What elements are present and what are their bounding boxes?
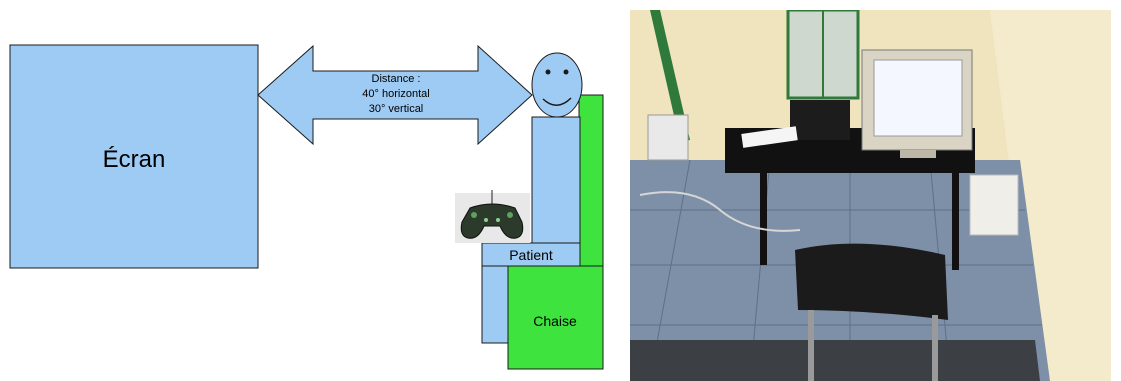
- patient-head: [531, 52, 583, 118]
- left-frame: [650, 10, 690, 142]
- carpet: [630, 340, 1040, 381]
- setup-diagram: Écran Distance : 40° horizontal 30° vert…: [9, 44, 604, 370]
- side-shelf: [969, 174, 1019, 236]
- monitor-screen: [873, 59, 963, 137]
- radiator: [647, 114, 689, 161]
- distance-double-arrow: [257, 44, 533, 146]
- laptop: [790, 100, 850, 140]
- gamepad-icon: [455, 190, 530, 243]
- desk-leg-left: [760, 170, 767, 265]
- paper-sheets: [741, 126, 798, 148]
- chair-leg-right: [932, 315, 938, 381]
- desk-leg-right: [952, 170, 959, 270]
- left-eye-icon: [545, 69, 551, 75]
- patient-legs: [481, 265, 509, 344]
- horizontal-angle-label: 40° horizontal: [362, 88, 429, 100]
- chair-label: Chaise: [533, 313, 577, 329]
- right-wall: [990, 10, 1111, 381]
- floor-cables: [639, 191, 801, 232]
- patient-label: Patient: [509, 247, 553, 263]
- distance-label: Distance :: [372, 73, 421, 85]
- screen-box: [9, 44, 259, 269]
- smile-icon: [542, 97, 572, 106]
- chair-seat: [507, 265, 604, 370]
- chair-backrest: [795, 243, 948, 320]
- monitor-stand: [900, 150, 936, 158]
- room-photo: [630, 10, 1111, 381]
- chair-leg-left: [808, 310, 814, 381]
- right-eye-icon: [563, 69, 569, 75]
- patient-torso: [531, 116, 581, 244]
- vertical-angle-label: 30° vertical: [369, 103, 424, 115]
- screen-label: Écran: [103, 146, 166, 173]
